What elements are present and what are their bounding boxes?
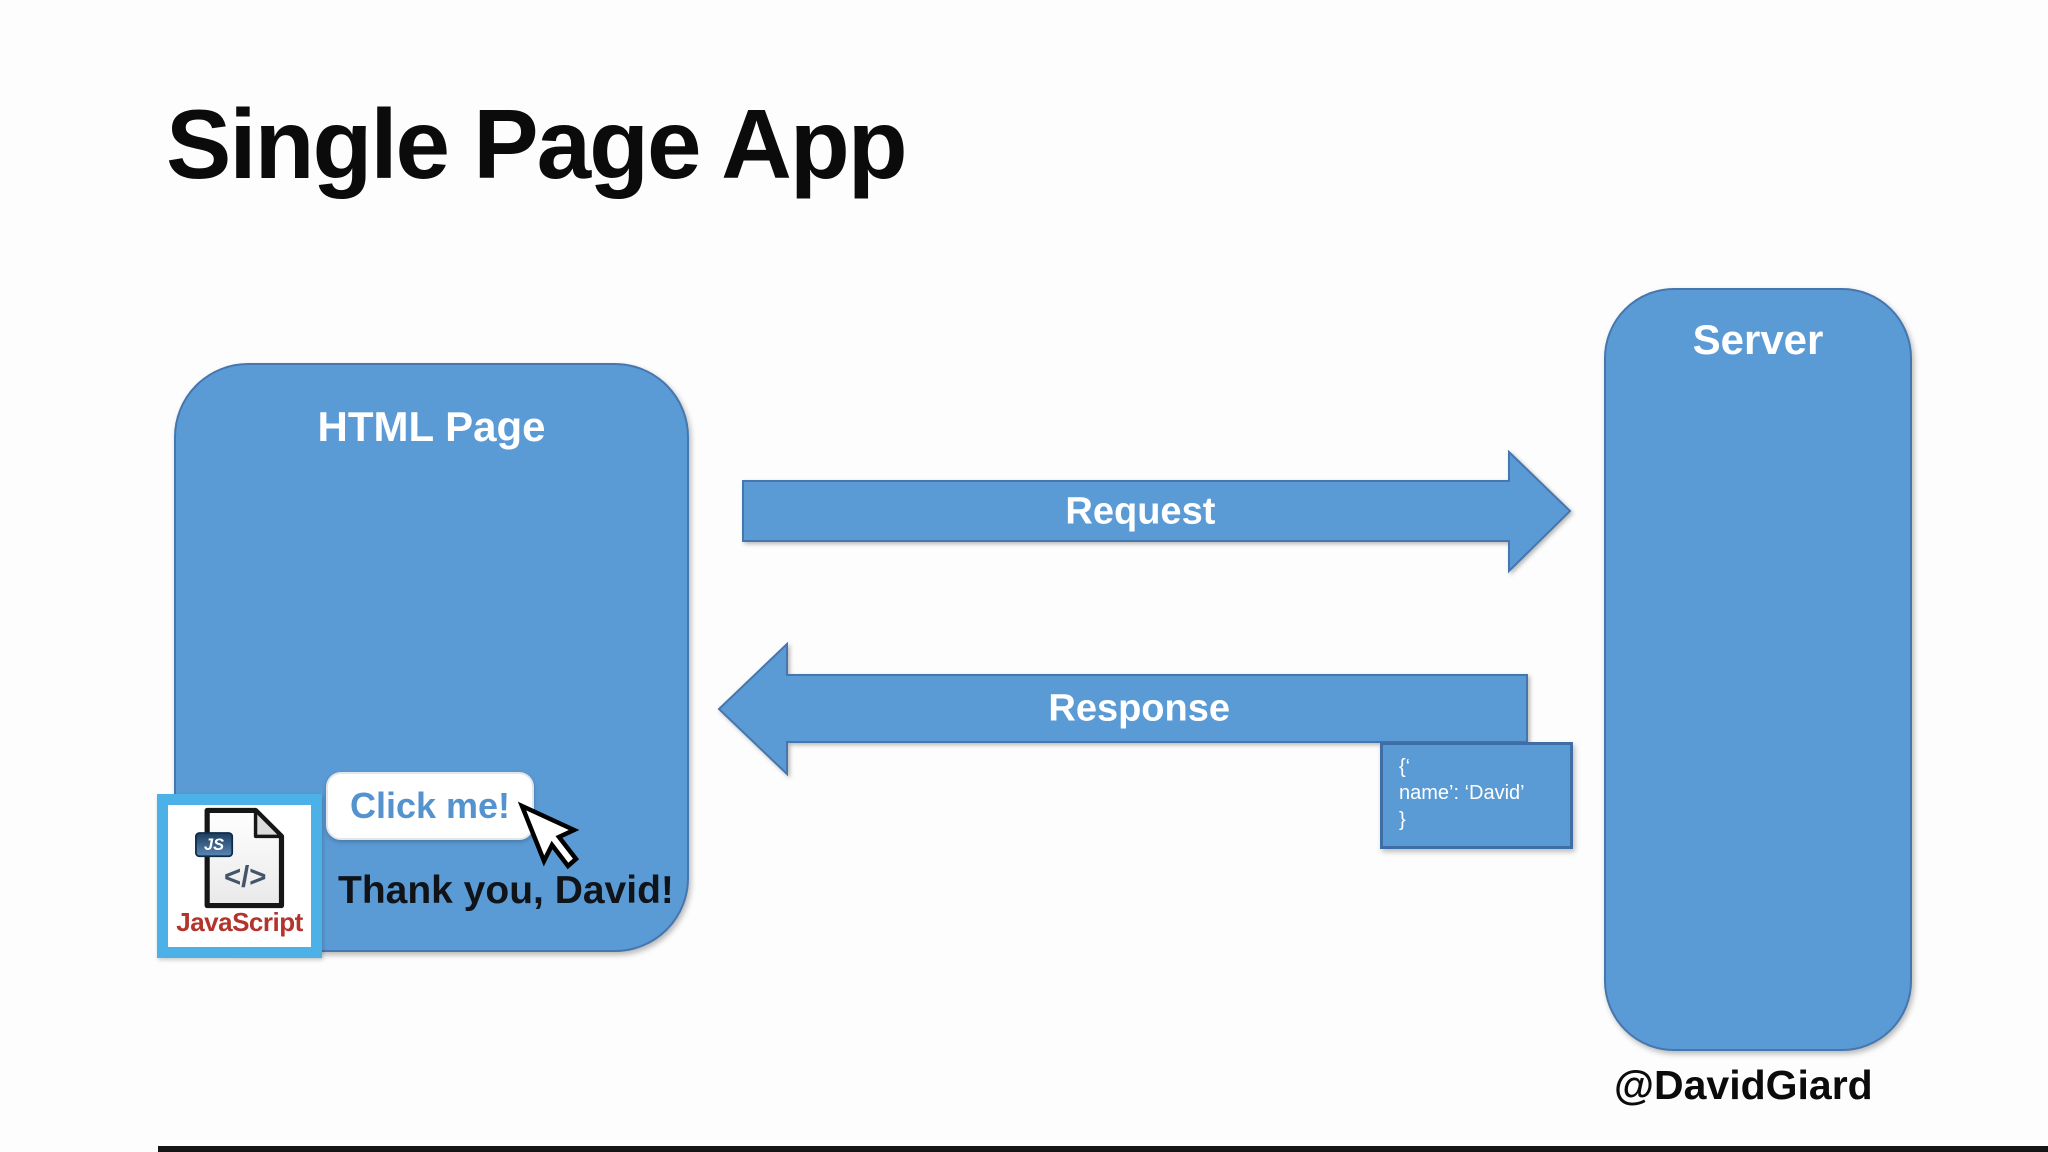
request-arrow-shape <box>742 449 1572 574</box>
attribution-handle: @DavidGiard <box>1614 1062 1873 1108</box>
request-label: Request <box>1065 490 1216 533</box>
request-arrow: Request <box>742 449 1572 574</box>
server-label: Server <box>1692 316 1824 363</box>
bottom-progress-bar <box>158 1146 2048 1152</box>
html-page-label: HTML Page <box>317 403 546 450</box>
js-badge <box>194 832 233 858</box>
json-payload-box: {‘ name’: ‘David’ } <box>1380 742 1573 849</box>
thank-you-message: Thank you, David! <box>338 869 674 912</box>
response-arrow-shape <box>717 641 1528 777</box>
json-line: name’: ‘David’ <box>1399 782 1525 805</box>
mouse-cursor-icon <box>517 801 580 870</box>
click-me-button[interactable]: Click me! <box>326 772 534 840</box>
slide-title: Single Page App <box>166 89 908 199</box>
response-arrow: Response <box>717 641 1528 777</box>
js-document-icon: JS </> <box>194 807 284 909</box>
response-label: Response <box>1048 687 1230 730</box>
page-fold-corner <box>253 808 283 839</box>
javascript-caption: JavaScript <box>176 907 303 937</box>
json-line: } <box>1399 808 1406 831</box>
json-line: {‘ <box>1399 756 1411 778</box>
js-badge-text: JS <box>204 836 224 854</box>
code-glyph: </> <box>223 861 265 894</box>
javascript-file-icon: JS </> JavaScript <box>157 794 322 958</box>
server-box: Server <box>1604 288 1912 1051</box>
